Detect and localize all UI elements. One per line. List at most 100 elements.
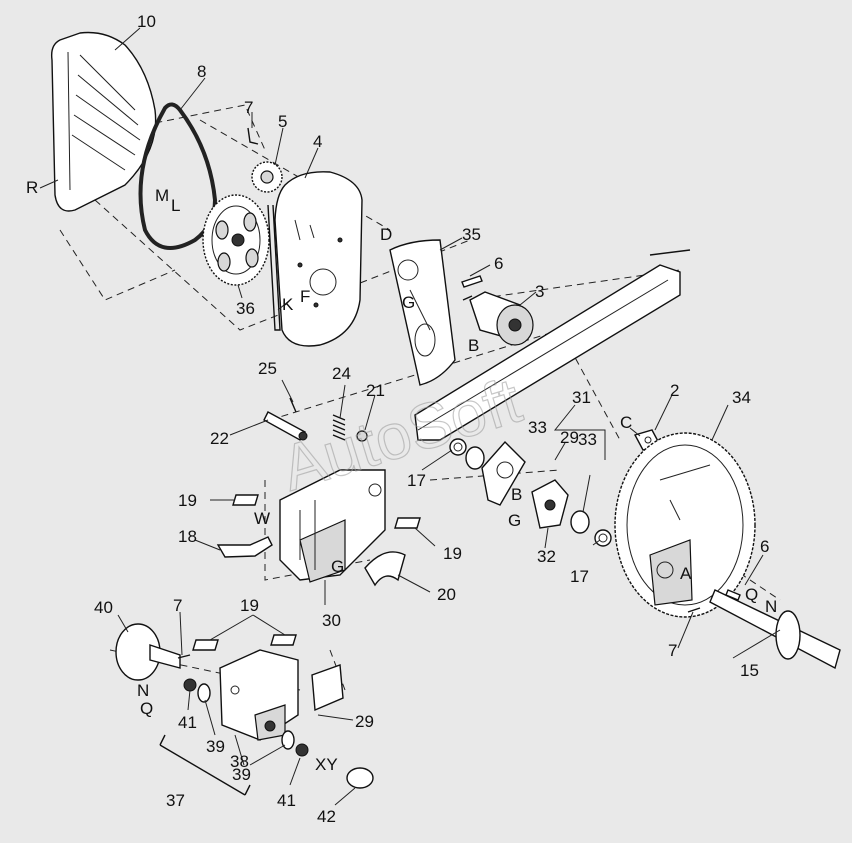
label-32: 32 [537, 547, 556, 566]
bearing-33-a [465, 446, 485, 470]
label-Q-2: Q [140, 699, 153, 718]
clip-19-d [270, 634, 297, 646]
label-34: 34 [732, 388, 751, 407]
label-29: 29 [560, 428, 579, 447]
label-41: 41 [178, 713, 197, 732]
label-40: 40 [94, 598, 113, 617]
label-R: R [26, 178, 38, 197]
label-33-b: 33 [578, 430, 597, 449]
bearing-33-b [570, 510, 590, 534]
label-18: 18 [178, 527, 197, 546]
cap-42 [346, 767, 374, 789]
label-3: 3 [535, 282, 544, 301]
key-6-lower [725, 589, 741, 601]
label-D: D [380, 225, 392, 244]
small-sprocket [251, 161, 283, 193]
label-2: 2 [670, 381, 679, 400]
key-7-left [177, 654, 191, 659]
label-33: 33 [528, 418, 547, 437]
shaft-22 [263, 411, 308, 441]
bearing-39-b [281, 730, 295, 750]
label-35: 35 [462, 225, 481, 244]
label-G-3: G [331, 557, 344, 576]
label-7-c: 7 [173, 596, 182, 615]
bracket-18 [216, 536, 273, 558]
bearing-41-b [295, 743, 309, 757]
block [311, 664, 344, 712]
flange-40 [115, 623, 181, 681]
spring-24 [332, 414, 346, 441]
label-15: 15 [740, 661, 759, 680]
motor-bracket [389, 239, 456, 386]
label-N-2: N [137, 681, 149, 700]
belt-guard-cover [50, 31, 157, 212]
label-6-b: 6 [760, 537, 769, 556]
label-36: 36 [236, 299, 255, 318]
key-6-top [461, 275, 483, 288]
label-42: 42 [317, 807, 336, 826]
label-6: 6 [494, 254, 503, 273]
label-20: 20 [437, 585, 456, 604]
label-22: 22 [210, 429, 229, 448]
bearing-17-b [594, 529, 612, 547]
hub-32 [531, 479, 569, 529]
arm-assembly [279, 469, 386, 583]
group-bracket-37 [159, 734, 251, 796]
shield-20 [364, 551, 406, 587]
key-7-lower [687, 607, 701, 613]
label-F: F [300, 287, 310, 306]
label-30: 30 [322, 611, 341, 630]
bearing-39-a [197, 683, 211, 703]
large-sprocket [202, 194, 270, 286]
label-C: C [620, 413, 632, 432]
label-25: 25 [258, 359, 277, 378]
label-8: 8 [197, 62, 206, 81]
label-41-b: 41 [277, 791, 296, 810]
hydraulic-motor [462, 291, 534, 346]
mounting-plate [267, 171, 363, 347]
bearing-plate [481, 440, 526, 506]
clip-19-a [232, 494, 259, 506]
label-N: N [765, 597, 777, 616]
label-19: 19 [178, 491, 197, 510]
pin-25 [289, 397, 297, 413]
label-5: 5 [278, 112, 287, 131]
clip-19-b [394, 517, 421, 529]
label-L: L [171, 196, 180, 215]
label-10: 10 [137, 12, 156, 31]
key-7-top [247, 127, 259, 145]
label-31: 31 [572, 388, 591, 407]
label-39-b: 39 [232, 765, 251, 784]
leader-lines [39, 27, 781, 806]
label-B-2: B [511, 485, 522, 504]
callout-labels: 10 8 7 5 4 R M L 36 K F D 35 6 3 G B 25 … [26, 12, 777, 826]
clip-19-c [192, 639, 219, 651]
label-G-2: G [508, 511, 521, 530]
label-17-b: 17 [570, 567, 589, 586]
label-38: 38 [230, 752, 249, 771]
label-K: K [282, 295, 294, 314]
label-B: B [468, 336, 479, 355]
bearing-17-a [449, 438, 467, 456]
label-A: A [680, 564, 692, 583]
label-7: 7 [244, 98, 253, 117]
label-39: 39 [206, 737, 225, 756]
label-XY: XY [315, 755, 338, 774]
label-4: 4 [313, 132, 322, 151]
label-37: 37 [166, 791, 185, 810]
label-21: 21 [366, 381, 385, 400]
label-7-b: 7 [668, 641, 677, 660]
bearing-41-a [183, 678, 197, 692]
label-M: M [155, 186, 169, 205]
drum-wheel [614, 432, 756, 618]
label-17: 17 [407, 471, 426, 490]
housing-38 [219, 649, 299, 741]
label-24: 24 [332, 364, 351, 383]
label-29-b: 29 [355, 712, 374, 731]
label-G: G [402, 293, 415, 312]
shaft-15 [709, 589, 841, 670]
main-frame-beam [414, 249, 691, 441]
label-W: W [254, 509, 270, 528]
label-Q: Q [745, 585, 758, 604]
